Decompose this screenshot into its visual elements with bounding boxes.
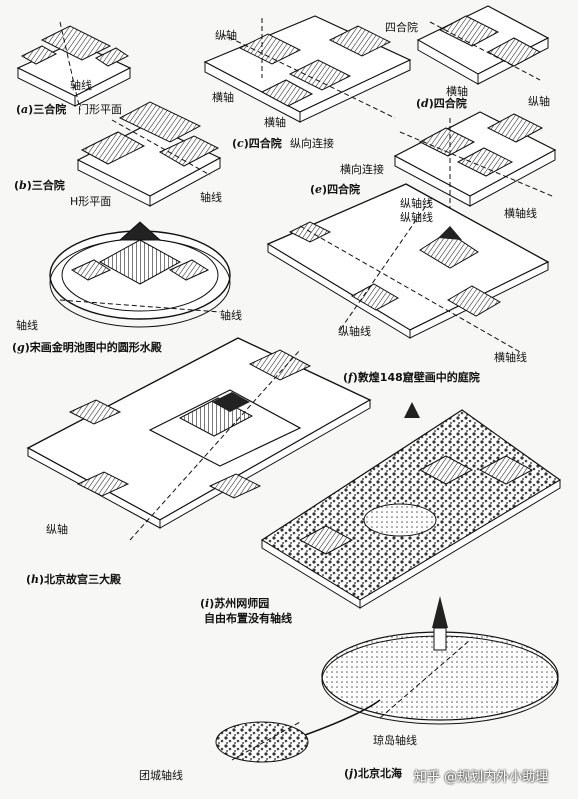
- figure-a-caption: (a)三合院: [16, 103, 67, 116]
- figure-a-axis-label: 轴线: [70, 79, 92, 92]
- figure-j-island-axis: 琼岛轴线: [373, 734, 417, 747]
- figure-c-caption: (c)四合院: [232, 137, 282, 150]
- watermark: 知乎 @规划内外小助理: [414, 770, 549, 785]
- figure-i-drawing: [260, 402, 562, 609]
- figure-c-cross-axis-2: 横轴: [264, 116, 286, 129]
- figure-j-round-city-axis: 团城轴线: [139, 769, 183, 782]
- figure-d-letter: d: [421, 97, 429, 110]
- figure-f-letter: f: [348, 371, 353, 384]
- figure-c-cross-axis-1: 横轴: [212, 91, 234, 104]
- figure-g-caption: (g)宋画金明池图中的圆形水殿: [12, 341, 162, 354]
- figure-i-caption-line2: 自由布置没有轴线: [204, 612, 292, 625]
- figure-e-longitudinal-axis-line: 纵轴线: [400, 197, 433, 210]
- figure-e-cross-link: 横向连接: [340, 163, 384, 176]
- figure-f-longitudinal-axis-line-1: 纵轴线: [400, 211, 433, 224]
- figure-d-drawing: [416, 5, 550, 85]
- figure-c-longitudinal-link: 纵向连接: [290, 137, 334, 150]
- figure-c-longitudinal-axis: 纵轴: [215, 29, 237, 42]
- figure-e-title: 四合院: [327, 183, 361, 196]
- figure-h-longitudinal-axis: 纵轴: [46, 523, 68, 536]
- figure-g-letter: g: [17, 341, 25, 354]
- figure-e-drawing: [393, 111, 557, 210]
- figure-a-plan-type: 门形平面: [78, 103, 122, 116]
- figure-e-letter: e: [315, 183, 323, 196]
- figure-d-longitudinal-axis: 纵轴: [528, 95, 550, 108]
- figure-b-drawing: [76, 101, 222, 207]
- figure-d-caption: (d)四合院: [416, 97, 467, 110]
- figure-j-caption: (j)北京北海: [344, 767, 403, 780]
- figure-j-title: 北京北海: [358, 767, 403, 780]
- figure-c-drawing: [203, 15, 412, 123]
- figure-b-plan-type: H形平面: [70, 195, 112, 208]
- figure-j-letter: j: [349, 767, 354, 780]
- figure-a-title: 三合院: [33, 103, 67, 116]
- figure-e-cross-axis-line: 横轴线: [504, 207, 537, 220]
- figure-f-cross-axis-line: 横轴线: [494, 351, 527, 364]
- figure-i-title: 苏州网师园: [214, 597, 270, 610]
- figure-h-title: 北京故宫三大殿: [44, 573, 122, 586]
- figure-d-cross-axis: 横轴: [446, 85, 468, 98]
- figure-d-title: 四合院: [433, 97, 467, 110]
- figure-f-title: 敦煌148窟壁画中的庭院: [357, 371, 480, 384]
- figure-c-letter: c: [237, 137, 244, 150]
- figure-h-letter: h: [31, 573, 40, 586]
- figure-f-longitudinal-axis-line-2: 纵轴线: [338, 325, 371, 338]
- figure-g-title: 宋画金明池图中的圆形水殿: [29, 341, 162, 354]
- figure-h-drawing: [26, 337, 372, 541]
- figure-b-title: 三合院: [31, 179, 65, 192]
- figure-i-letter: i: [205, 597, 210, 610]
- figure-h-caption: (h)北京故宫三大殿: [26, 573, 122, 586]
- figure-g-drawing: [49, 221, 231, 328]
- figure-f-drawing: [266, 183, 550, 353]
- figure-i-caption: (i)苏州网师园: [200, 597, 270, 610]
- figure-a-drawing: [16, 21, 132, 111]
- figure-g-axis-left: 轴线: [16, 319, 38, 332]
- figure-f-caption: (f)敦煌148窟壁画中的庭院: [343, 371, 480, 384]
- figure-j-drawing: [215, 596, 559, 763]
- figure-d-courtyard-label: 四合院: [385, 21, 418, 34]
- figure-b-letter: b: [19, 179, 27, 192]
- figure-b-caption: (b)三合院: [14, 179, 65, 192]
- figure-a-letter: a: [21, 103, 29, 116]
- figure-c-title: 四合院: [248, 137, 282, 150]
- figure-b-axis-label: 轴线: [200, 191, 222, 204]
- figure-g-axis-right: 轴线: [220, 309, 242, 322]
- figure-e-caption: (e)四合院: [310, 183, 361, 196]
